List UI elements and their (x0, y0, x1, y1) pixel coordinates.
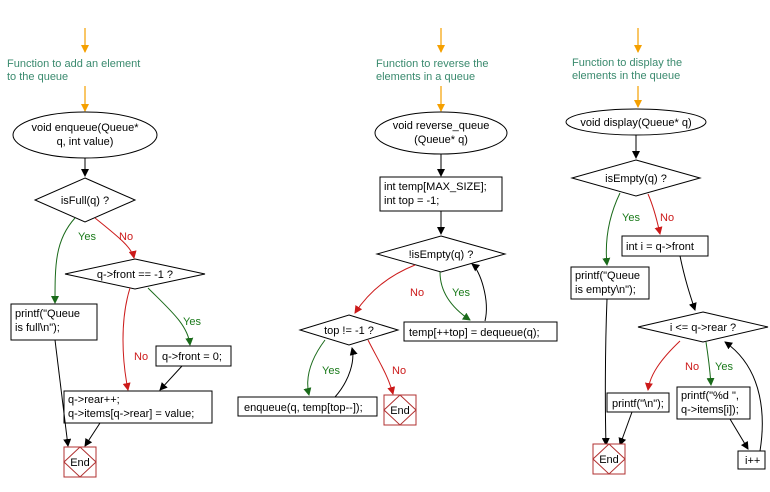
no-arrow-2 (122, 287, 131, 391)
top-check-label: top != -1 ? (324, 325, 374, 337)
no-arrow (354, 264, 416, 314)
yes-arrow-2 (705, 341, 715, 386)
enqueue-box (237, 396, 378, 417)
no-arrow (647, 193, 663, 235)
yes-label: Yes (78, 231, 96, 243)
isfull-decision (33, 177, 137, 223)
flow-arrow-4 (84, 422, 101, 447)
end-diamond (592, 443, 626, 475)
printf-empty-box (570, 266, 650, 300)
flow-display: Function to display the elements in the … (565, 28, 769, 475)
loop-decision (637, 311, 769, 343)
no-label: No (119, 231, 133, 243)
printf-item-line-2: q->items[i]); (681, 404, 739, 416)
dequeue-label: temp[++top] = dequeue(q); (409, 327, 540, 339)
temp-box (379, 176, 503, 212)
comment-line-1: Function to add an element (7, 58, 140, 70)
top-decision (298, 314, 400, 346)
no-label: No (410, 287, 424, 299)
flow-arrow-3 (729, 418, 749, 450)
printf-item-line-1: printf("%d ", (681, 390, 739, 402)
end-diamond (63, 446, 97, 478)
loop-check-label: i <= q->rear ? (670, 322, 736, 334)
end-label: End (390, 405, 410, 417)
comment-line-2: elements in the queue (572, 70, 680, 82)
flow-arrow-2 (679, 255, 697, 311)
inc-box (737, 450, 766, 470)
temp-line-1: int temp[MAX_SIZE]; (384, 181, 487, 193)
rear-line-2: q->items[q->rear] = value; (68, 408, 194, 420)
rear-box (63, 390, 213, 424)
isfull-label: isFull(q) ? (61, 195, 109, 207)
start-label-2: q, int value) (57, 136, 114, 148)
no-label-2: No (134, 351, 148, 363)
start-terminal (374, 111, 508, 155)
end-label: End (599, 454, 619, 466)
flow-arrow-2 (159, 365, 183, 391)
yes-arrow (439, 271, 471, 321)
isempty-decision (570, 159, 702, 197)
yes-label-2: Yes (715, 361, 733, 373)
no-arrow (94, 217, 137, 259)
init-i-label: int i = q->front (626, 241, 694, 253)
loop-back-arrow-2 (334, 347, 358, 398)
enqueue-label: enqueue(q, temp[top--]); (244, 402, 363, 414)
printf-full-line-2: is full\n"); (15, 322, 60, 334)
front-check-label: q->front == -1 ? (97, 269, 173, 281)
start-terminal (12, 111, 158, 159)
front-zero-box (155, 345, 232, 367)
yes-arrow-2 (147, 287, 194, 346)
flow-arrow-3 (54, 339, 72, 447)
printf-item-box (676, 386, 751, 420)
no-arrow-2 (644, 340, 681, 391)
isempty-decision (375, 235, 507, 273)
no-label: No (660, 212, 674, 224)
printf-empty-line-2: is empty\n"); (575, 284, 636, 296)
rear-line-1: q->rear++; (68, 394, 120, 406)
front-decision (64, 258, 206, 290)
printf-newline-label: printf("\n"); (612, 398, 664, 410)
start-label: void display(Queue* q) (580, 117, 691, 129)
front-zero-label: q->front = 0; (162, 351, 222, 363)
isempty-label: !isEmpty(q) ? (409, 249, 474, 261)
start-label-1: void reverse_queue (393, 120, 490, 132)
printf-newline-box (606, 392, 670, 413)
end-label: End (70, 457, 90, 469)
no-arrow-2 (367, 339, 396, 395)
no-label-2: No (685, 361, 699, 373)
printf-empty-line-1: printf("Queue (575, 270, 640, 282)
comment-line-1: Function to display the (572, 57, 682, 69)
start-label-1: void enqueue(Queue* (31, 122, 139, 134)
loop-back-arrow (471, 263, 487, 322)
yes-label-2: Yes (183, 316, 201, 328)
printf-full-box (10, 303, 98, 341)
flow-arrow-4 (601, 298, 610, 446)
flow-reverse: Function to reverse the elements in a qu… (237, 28, 558, 426)
dequeue-box (403, 321, 558, 342)
yes-label-2: Yes (322, 365, 340, 377)
yes-arrow (602, 192, 621, 266)
comment-line-2: to the queue (7, 71, 68, 83)
init-i-box (621, 235, 709, 257)
comment-line-2: elements in a queue (376, 71, 475, 83)
no-label-2: No (392, 365, 406, 377)
inc-label: i++ (745, 455, 760, 467)
comment-line-1: Function to reverse the (376, 58, 489, 70)
printf-full-line-1: printf("Queue (15, 308, 80, 320)
yes-arrow (51, 217, 76, 304)
flow-arrow-5 (618, 411, 633, 446)
yes-label: Yes (622, 212, 640, 224)
end-diamond (383, 394, 417, 426)
isempty-label: isEmpty(q) ? (605, 173, 667, 185)
yes-arrow-2 (303, 339, 326, 396)
loop-back-arrow (724, 341, 763, 452)
start-label-2: (Queue* q) (414, 134, 468, 146)
temp-line-2: int top = -1; (384, 195, 439, 207)
yes-label: Yes (452, 287, 470, 299)
flow-enqueue: Function to add an element to the queue … (7, 28, 232, 478)
end-terminal (383, 394, 417, 426)
